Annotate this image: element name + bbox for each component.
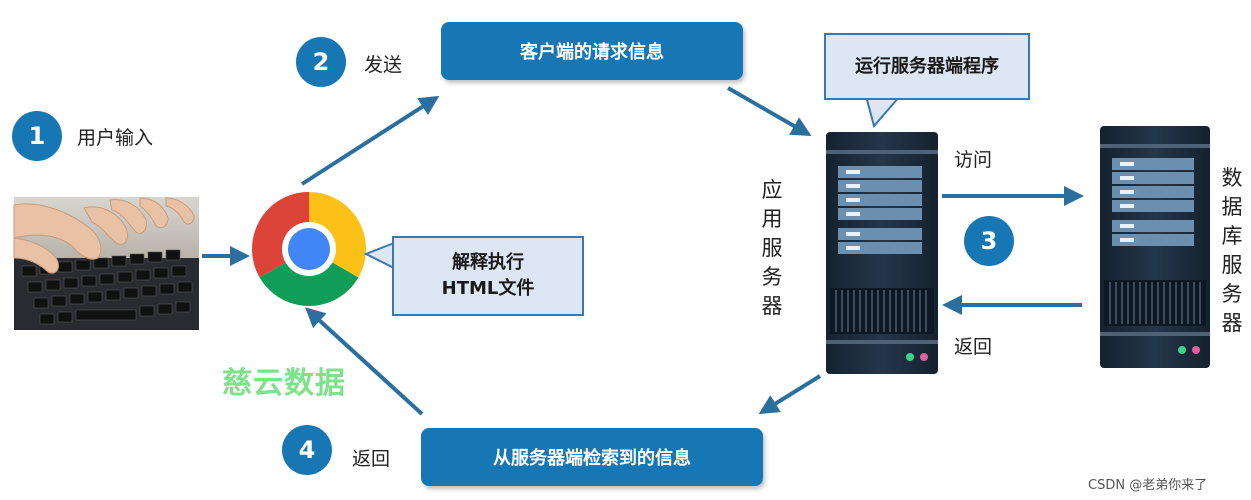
arrow-browser-to-request — [300, 95, 440, 186]
step-2-label: 发送 — [364, 54, 403, 76]
callout-pointer-interpret — [363, 242, 395, 269]
arrow-result-to-browser — [305, 307, 424, 416]
csdn-credit: CSDN @老弟你来了 — [1088, 478, 1208, 493]
step-1-label: 用户输入 — [77, 127, 154, 149]
chrome-browser-icon — [252, 192, 366, 306]
arrow-request-to-server — [727, 86, 812, 136]
step-3-circle: 3 — [964, 216, 1014, 266]
step-1-circle: 1 — [12, 111, 62, 161]
keyboard-typing-photo — [13, 197, 199, 330]
client-request-box: 客户端的请求信息 — [441, 22, 743, 80]
database-server-icon — [1100, 126, 1210, 368]
app-server-label: 应 用 服 务 器 — [761, 178, 783, 318]
step-2-circle: 2 — [296, 37, 346, 87]
app-server-icon — [826, 132, 938, 374]
step-4-circle: 4 — [282, 425, 332, 475]
run-server-callout-text: 运行服务器端程序 — [855, 55, 999, 77]
db-server-label: 数 据 库 服 务 器 — [1221, 166, 1243, 335]
interpret-line-2: HTML文件 — [441, 278, 535, 299]
callout-pointer-run-server — [865, 95, 901, 129]
watermark-text: 慈云数据 — [222, 366, 346, 401]
arrow-server-to-result — [758, 374, 822, 415]
retrieved-info-box: 从服务器端检索到的信息 — [421, 428, 763, 486]
interpret-line-1: 解释执行 — [452, 252, 524, 273]
access-label: 访问 — [954, 149, 993, 171]
run-server-callout: 运行服务器端程序 — [824, 33, 1030, 100]
interpret-html-callout: 解释执行 HTML文件 — [392, 236, 584, 316]
step-4-label: 返回 — [352, 448, 391, 470]
return-db-label: 返回 — [954, 336, 993, 358]
